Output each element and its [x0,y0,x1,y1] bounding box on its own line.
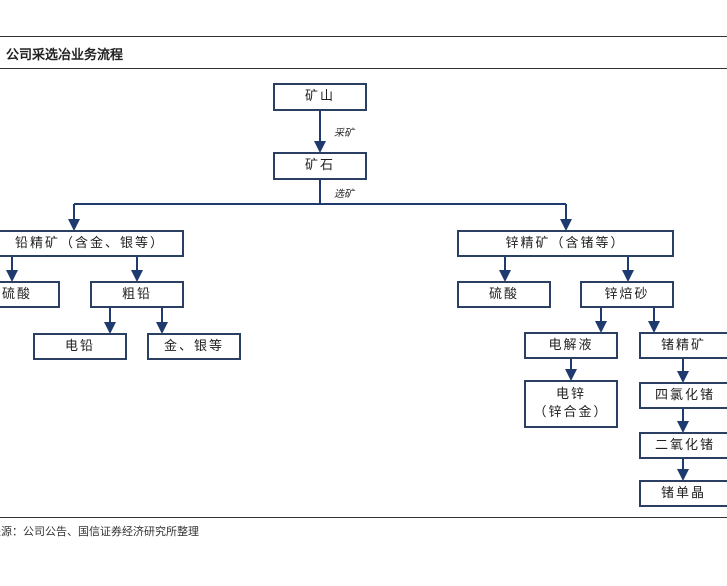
node-label: 电解液 [548,337,594,353]
node-label: 铅精矿（含金、银等） [14,235,165,251]
title-rule [0,68,727,69]
node-label: 粗铅 [121,286,152,302]
node-label: 二氧化锗 [655,437,716,453]
top-rule [0,36,727,37]
node-ge-concentrate: 锗精矿 [639,332,727,359]
node-label: 电铅 [64,338,95,354]
node-label: 锗单晶 [661,485,707,501]
node-sulfuric-acid-left: 硫酸 [0,281,60,308]
node-label: 金、银等 [163,338,224,354]
node-crude-lead: 粗铅 [90,281,184,308]
node-ore: 矿石 [273,152,367,180]
node-electro-lead: 电铅 [33,333,127,360]
node-label: 矿山 [304,89,335,104]
node-zinc-calcine: 锌焙砂 [580,281,674,308]
bottom-rule [0,517,727,518]
node-lead-concentrate: 铅精矿（含金、银等） [0,230,184,257]
node-label: 硫酸 [488,286,519,302]
node-gold-silver: 金、银等 [147,333,241,360]
node-label: 锗精矿 [661,337,707,353]
label-dressing: 选矿 [334,189,354,200]
source-note: 来源：公司公告、国信证券经济研究所整理 [0,525,199,538]
node-label: 电锌 [555,387,586,402]
figure-title: 公司采选冶业务流程 [6,48,124,63]
node-mine: 矿山 [273,83,367,111]
node-electrolyte: 电解液 [524,332,618,359]
node-label: 锌焙砂 [604,286,650,302]
label-mining: 采矿 [334,128,354,139]
node-geo2: 二氧化锗 [639,432,727,459]
node-label: 锌精矿（含锗等） [505,235,626,251]
node-zinc-concentrate: 锌精矿（含锗等） [457,230,674,257]
node-ge-crystal: 锗单晶 [639,480,727,507]
node-label: 四氯化锗 [655,387,716,403]
node-sulfuric-acid-right: 硫酸 [457,281,551,308]
node-label: （锌合金） [533,405,609,420]
node-electro-zinc: 电锌 （锌合金） [524,380,618,428]
node-label: 矿石 [304,158,335,173]
node-label: 硫酸 [2,286,33,302]
node-gecl4: 四氯化锗 [639,382,727,409]
